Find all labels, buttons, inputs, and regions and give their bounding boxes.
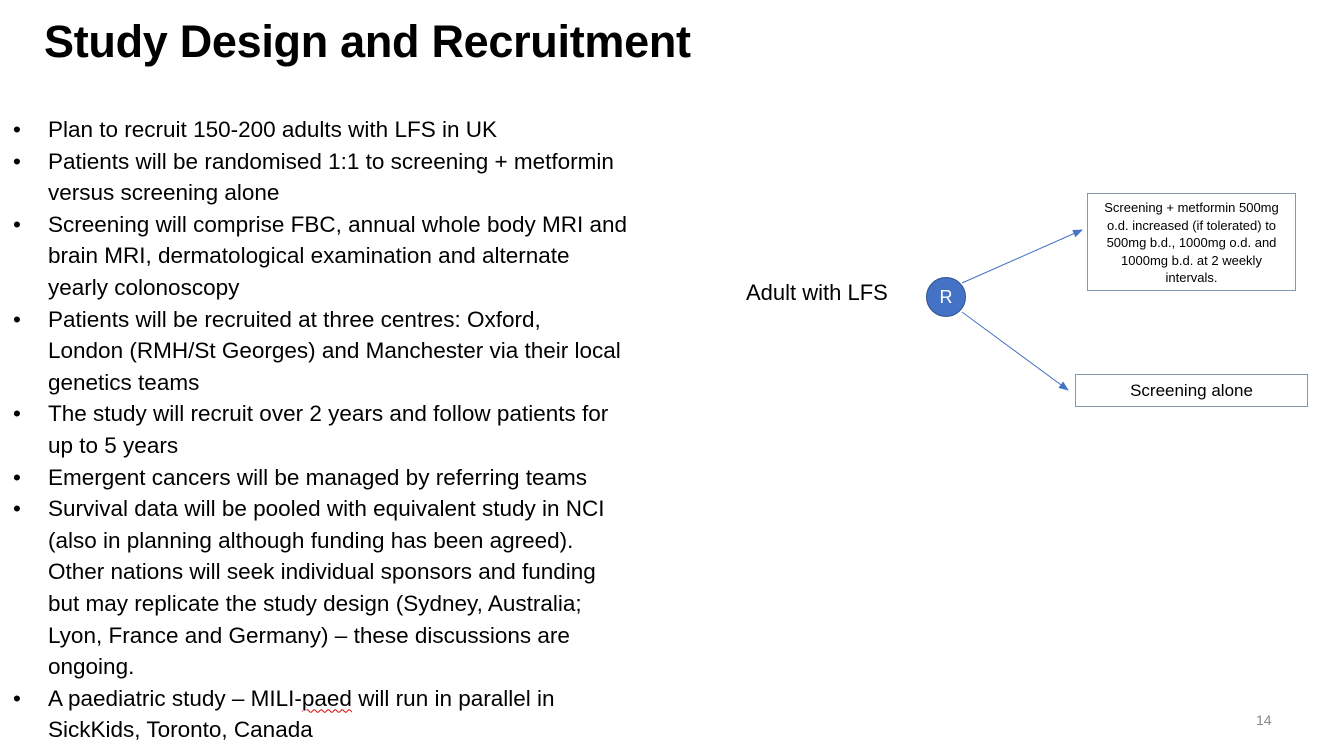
bullet-icon: • [13, 117, 21, 142]
arrow-to-screening-arm [961, 311, 1069, 391]
bullet-icon: • [13, 685, 21, 711]
bullet-line: Plan to recruit 150-200 adults with LFS … [48, 117, 497, 142]
bullet-icon: • [13, 211, 21, 237]
arrow-to-metformin-arm [961, 229, 1083, 284]
bullet-item: • Patients will be randomised 1:1 to scre… [0, 146, 627, 209]
bullet-line: (also in planning although funding has b… [48, 527, 574, 553]
bullet-line: ongoing. [48, 654, 135, 680]
metformin-arm-line: 1000mg b.d. at 2 weekly [1121, 252, 1262, 268]
bullet-item: • Patients will be recruited at three cen… [0, 304, 627, 399]
page-number: 14 [1256, 712, 1272, 728]
bullet-line: Patients will be recruited at three cent… [48, 306, 541, 332]
bullet-line: Survival data will be pooled with equiva… [48, 496, 605, 522]
bullet-icon: • [13, 464, 21, 490]
metformin-arm-line: o.d. increased (if tolerated) to [1106, 217, 1277, 233]
bullet-item: • Screening will comprise FBC, annual who… [0, 209, 627, 304]
bullet-line: Emergent cancers will be managed by refe… [48, 464, 588, 490]
bullet-line: yearly colonoscopy [48, 274, 240, 300]
bullet-item: • Plan to recruit 150-200 adults with LFS… [0, 114, 627, 146]
metformin-arm-box: Screening + metformin 500mg o.d. increase… [1087, 193, 1296, 291]
bullet-item: • Emergent cancers will be managed by ref… [0, 462, 627, 494]
bullet-line: Screening will comprise FBC, annual whol… [48, 211, 628, 237]
bullet-line: London (RMH/St Georges) and Manchester v… [48, 338, 621, 364]
bullet-line: versus screening alone [48, 180, 280, 206]
screening-alone-box: Screening alone [1075, 374, 1308, 407]
bullet-icon: • [13, 401, 21, 427]
bullet-line: SickKids, Toronto, Canada [48, 717, 313, 743]
bullet-item: • A paediatric study – MILI-paed will run… [0, 683, 627, 746]
bullet-line: Patients will be randomised 1:1 to scree… [48, 148, 614, 174]
bullet-line: up to 5 years [48, 432, 179, 458]
bullet-line: Other nations will seek individual spons… [48, 559, 596, 585]
metformin-arm-line: intervals. [1165, 270, 1218, 285]
bullet-icon: • [13, 148, 21, 174]
bullet-item: • Survival data will be pooled with equiv… [0, 493, 627, 683]
bullet-line: Lyon, France and Germany) – these discus… [48, 622, 570, 648]
slide-title: Study Design and Recruitment [44, 16, 691, 67]
bullet-line: genetics teams [48, 369, 200, 395]
bullet-line: but may replicate the study design (Sydn… [48, 590, 582, 616]
metformin-arm-line: 500mg b.d., 1000mg o.d. and [1106, 235, 1277, 250]
bullet-list: • Plan to recruit 150-200 adults with LFS… [0, 114, 627, 746]
bullet-icon: • [13, 306, 21, 332]
randomisation-node: R [926, 277, 966, 317]
bullet-icon: • [13, 496, 21, 522]
metformin-arm-line: Screening + metformin 500mg [1104, 200, 1279, 215]
adult-with-lfs-label: Adult with LFS [746, 280, 888, 305]
bullet-item: • The study will recruit over 2 years and… [0, 398, 627, 461]
bullet-line: The study will recruit over 2 years and … [48, 401, 609, 427]
bullet-line: A paediatric study – MILI-paed will run … [48, 685, 555, 711]
bullet-line: brain MRI, dermatological examination an… [48, 243, 570, 269]
